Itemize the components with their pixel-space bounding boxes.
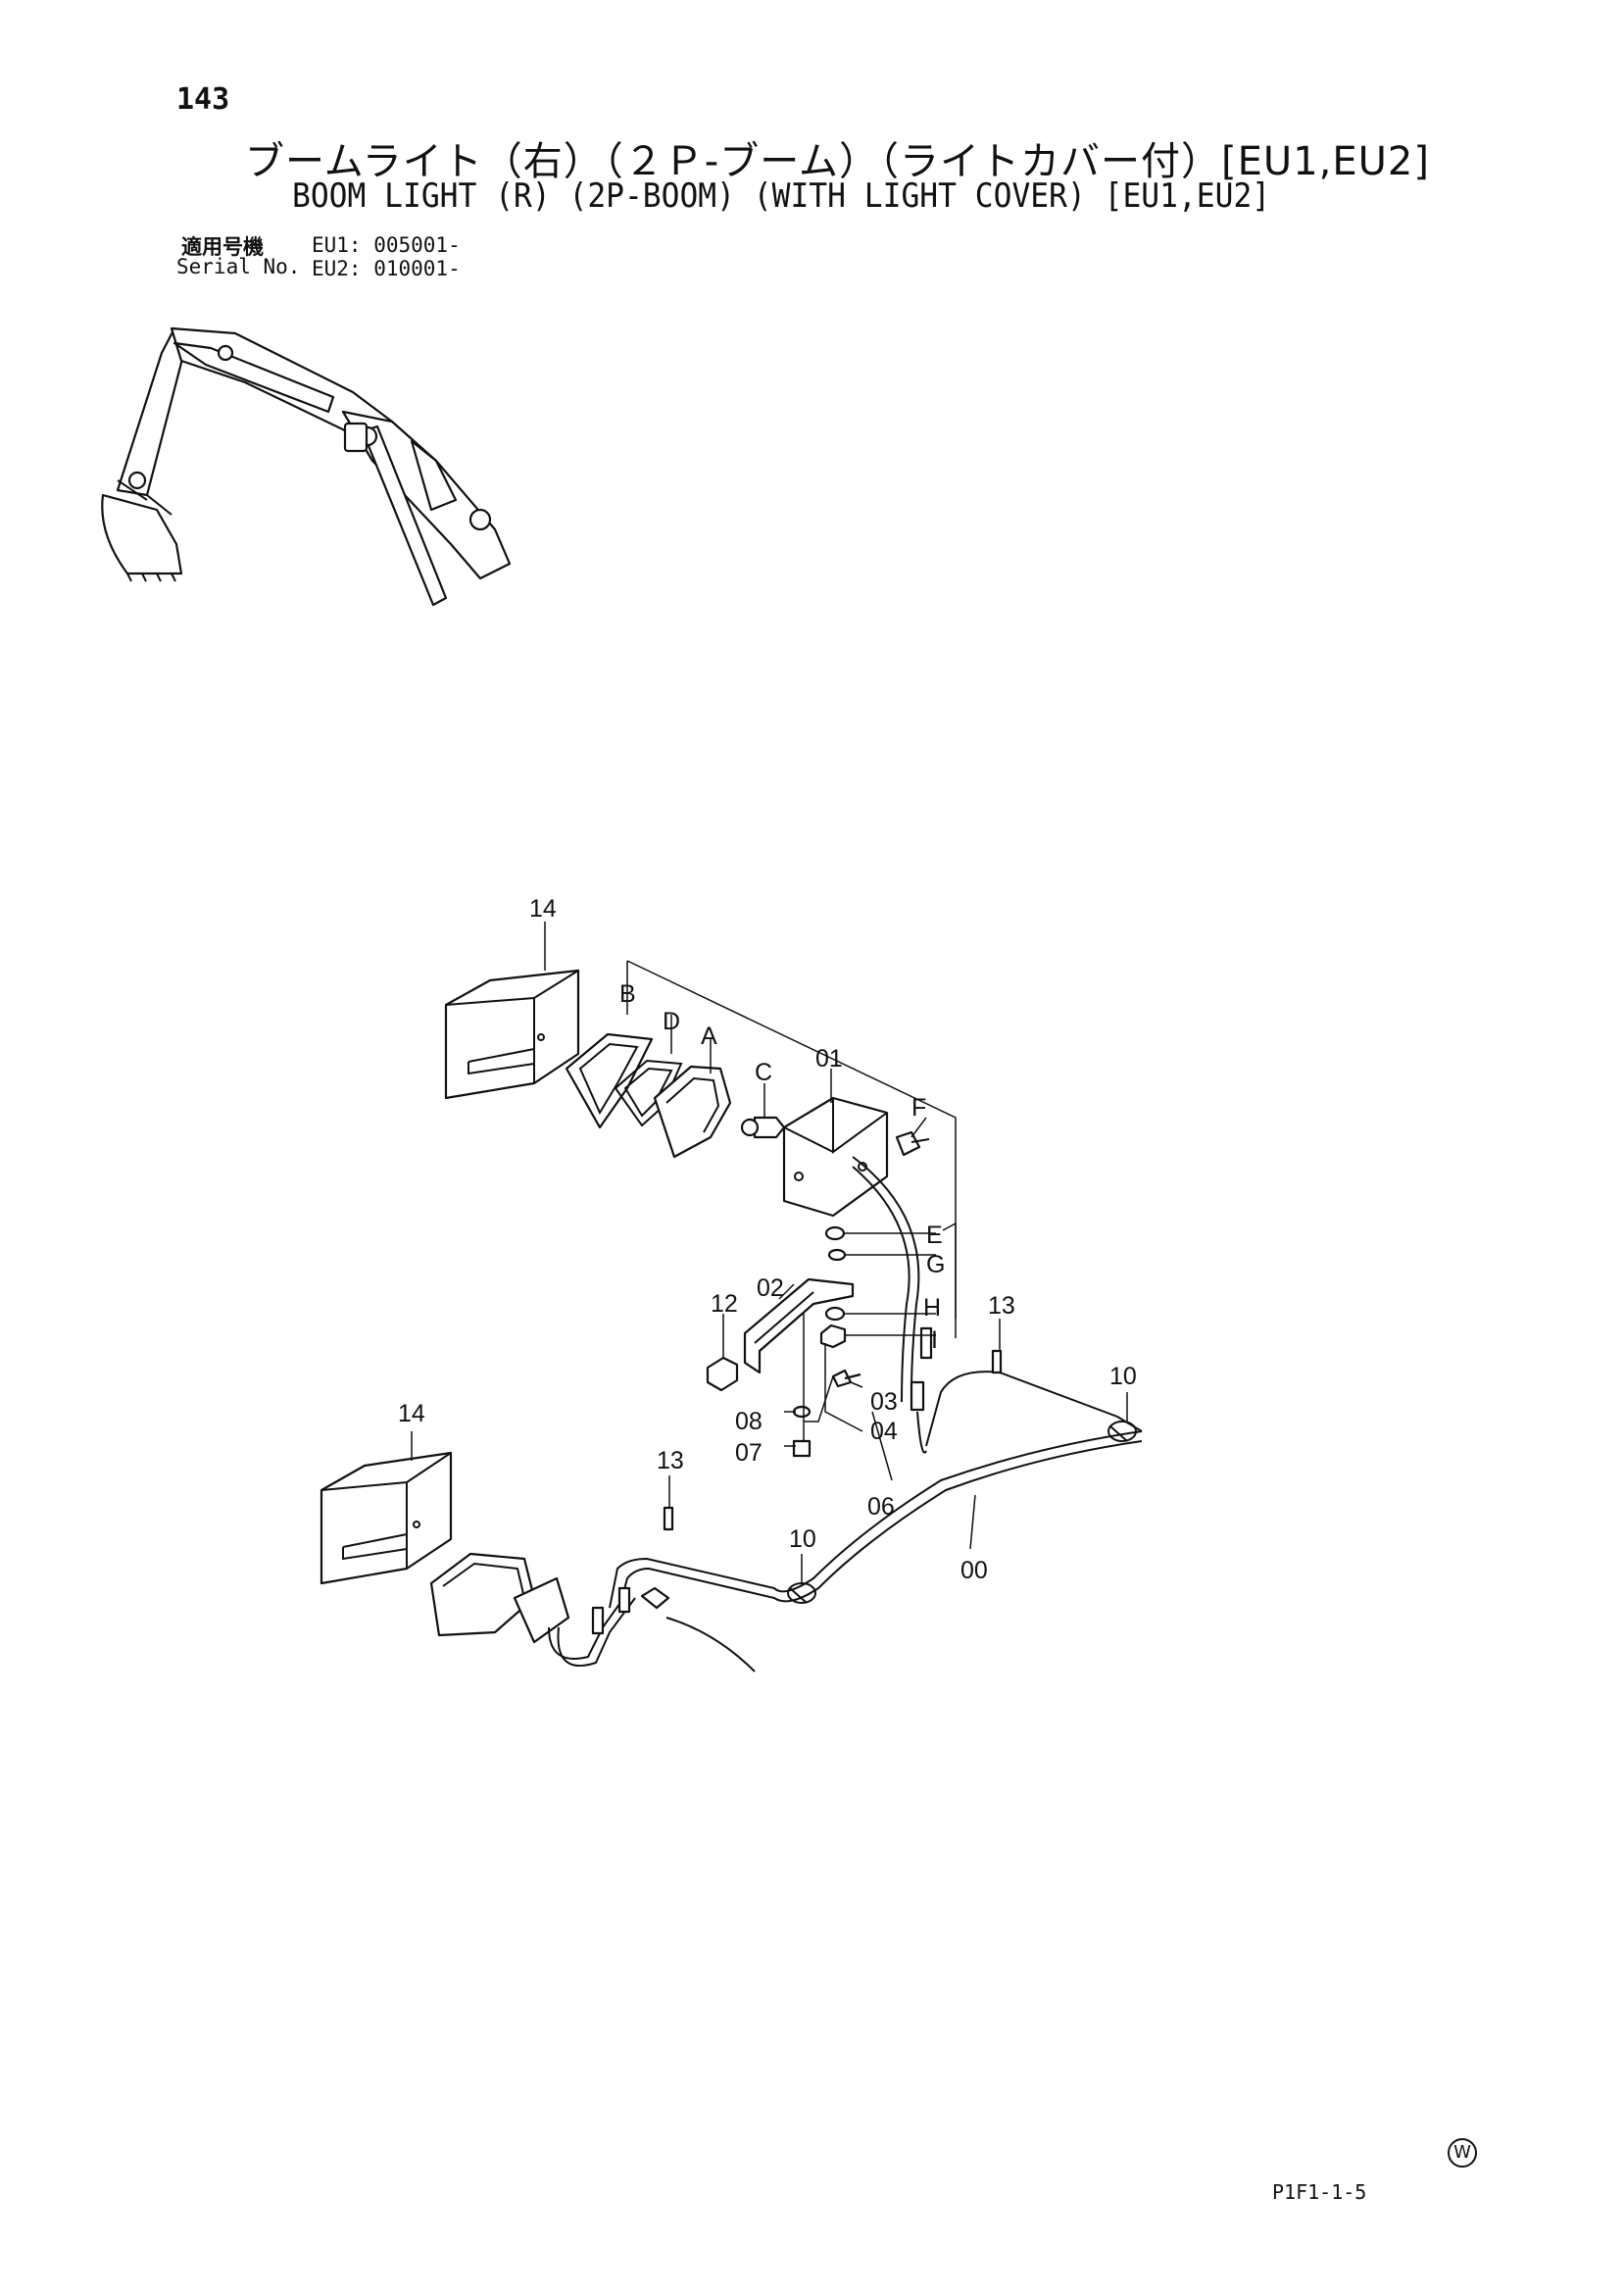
- callout-lines: [411, 922, 1128, 1583]
- bracket-02: [743, 1277, 855, 1374]
- light-cover-upper: [444, 969, 580, 1100]
- nut-I: [819, 1323, 847, 1349]
- lens-A: [653, 1065, 732, 1159]
- callout-B: B: [619, 980, 636, 1008]
- callout-13-left: 13: [657, 1447, 684, 1474]
- band-13-left: [663, 1506, 674, 1531]
- title-japanese: ブームライト（右）（２Ｐ-ブーム）（ライトカバー付）[EU1,EU2]: [245, 139, 1430, 184]
- serial-label-japanese: 適用号機: [181, 235, 264, 259]
- washer-H: [824, 1306, 846, 1322]
- callout-F: F: [911, 1094, 926, 1122]
- callout-D: D: [663, 1008, 680, 1035]
- page-number: 143: [176, 82, 230, 117]
- serial-label-english: Serial No.: [176, 255, 301, 278]
- washer-E: [824, 1225, 846, 1241]
- callout-H: H: [923, 1294, 941, 1322]
- callout-10-right: 10: [1109, 1363, 1137, 1390]
- harness-06: [852, 1156, 933, 1454]
- callout-14-bottom: 14: [398, 1400, 425, 1427]
- excavator-boom-icon: [101, 326, 512, 607]
- callout-labels: 14 B D A C 01 F E G H I 12 02 13 10 03 0…: [398, 895, 1137, 1584]
- serial-eu2: EU2: 010001-: [312, 257, 461, 280]
- screw-F: [895, 1130, 930, 1157]
- washer-G: [827, 1248, 847, 1262]
- bolt-03: [831, 1369, 861, 1388]
- bulb-C: [740, 1116, 786, 1139]
- lamp-housing-01: [782, 1096, 889, 1218]
- serial-eu1: EU1: 005001-: [312, 233, 461, 257]
- callout-07: 07: [735, 1439, 763, 1467]
- callout-03: 03: [870, 1388, 898, 1416]
- lamp-lower: [429, 1552, 570, 1644]
- clamp-10-right: [1107, 1421, 1137, 1442]
- washer-08: [792, 1405, 812, 1419]
- callout-02: 02: [757, 1274, 784, 1302]
- bolt-07: [792, 1439, 812, 1458]
- gasket-B: [565, 1032, 654, 1129]
- block-12: [706, 1356, 739, 1392]
- callout-E: E: [926, 1222, 943, 1249]
- callout-12: 12: [711, 1290, 738, 1318]
- callout-01: 01: [815, 1045, 843, 1073]
- callout-13-right: 13: [988, 1292, 1015, 1320]
- callout-G: G: [926, 1251, 945, 1278]
- callout-06: 06: [867, 1493, 895, 1521]
- watermark-w-icon: W: [1448, 2138, 1477, 2168]
- callout-04: 04: [870, 1418, 898, 1445]
- band-13-right: [991, 1349, 1003, 1374]
- figure-code: P1F1-1-5: [1272, 2180, 1367, 2204]
- callout-00: 00: [960, 1557, 988, 1584]
- callout-14-top: 14: [529, 895, 557, 923]
- callout-A: A: [701, 1023, 717, 1050]
- callout-10-left: 10: [789, 1525, 816, 1553]
- light-cover-lower: [320, 1451, 453, 1585]
- harness-lower: [548, 1586, 756, 1672]
- callout-08: 08: [735, 1408, 763, 1435]
- title-english: BOOM LIGHT (R) (2P-BOOM) (WITH LIGHT COV…: [292, 176, 1271, 216]
- callout-I: I: [931, 1326, 938, 1354]
- callout-C: C: [755, 1059, 772, 1086]
